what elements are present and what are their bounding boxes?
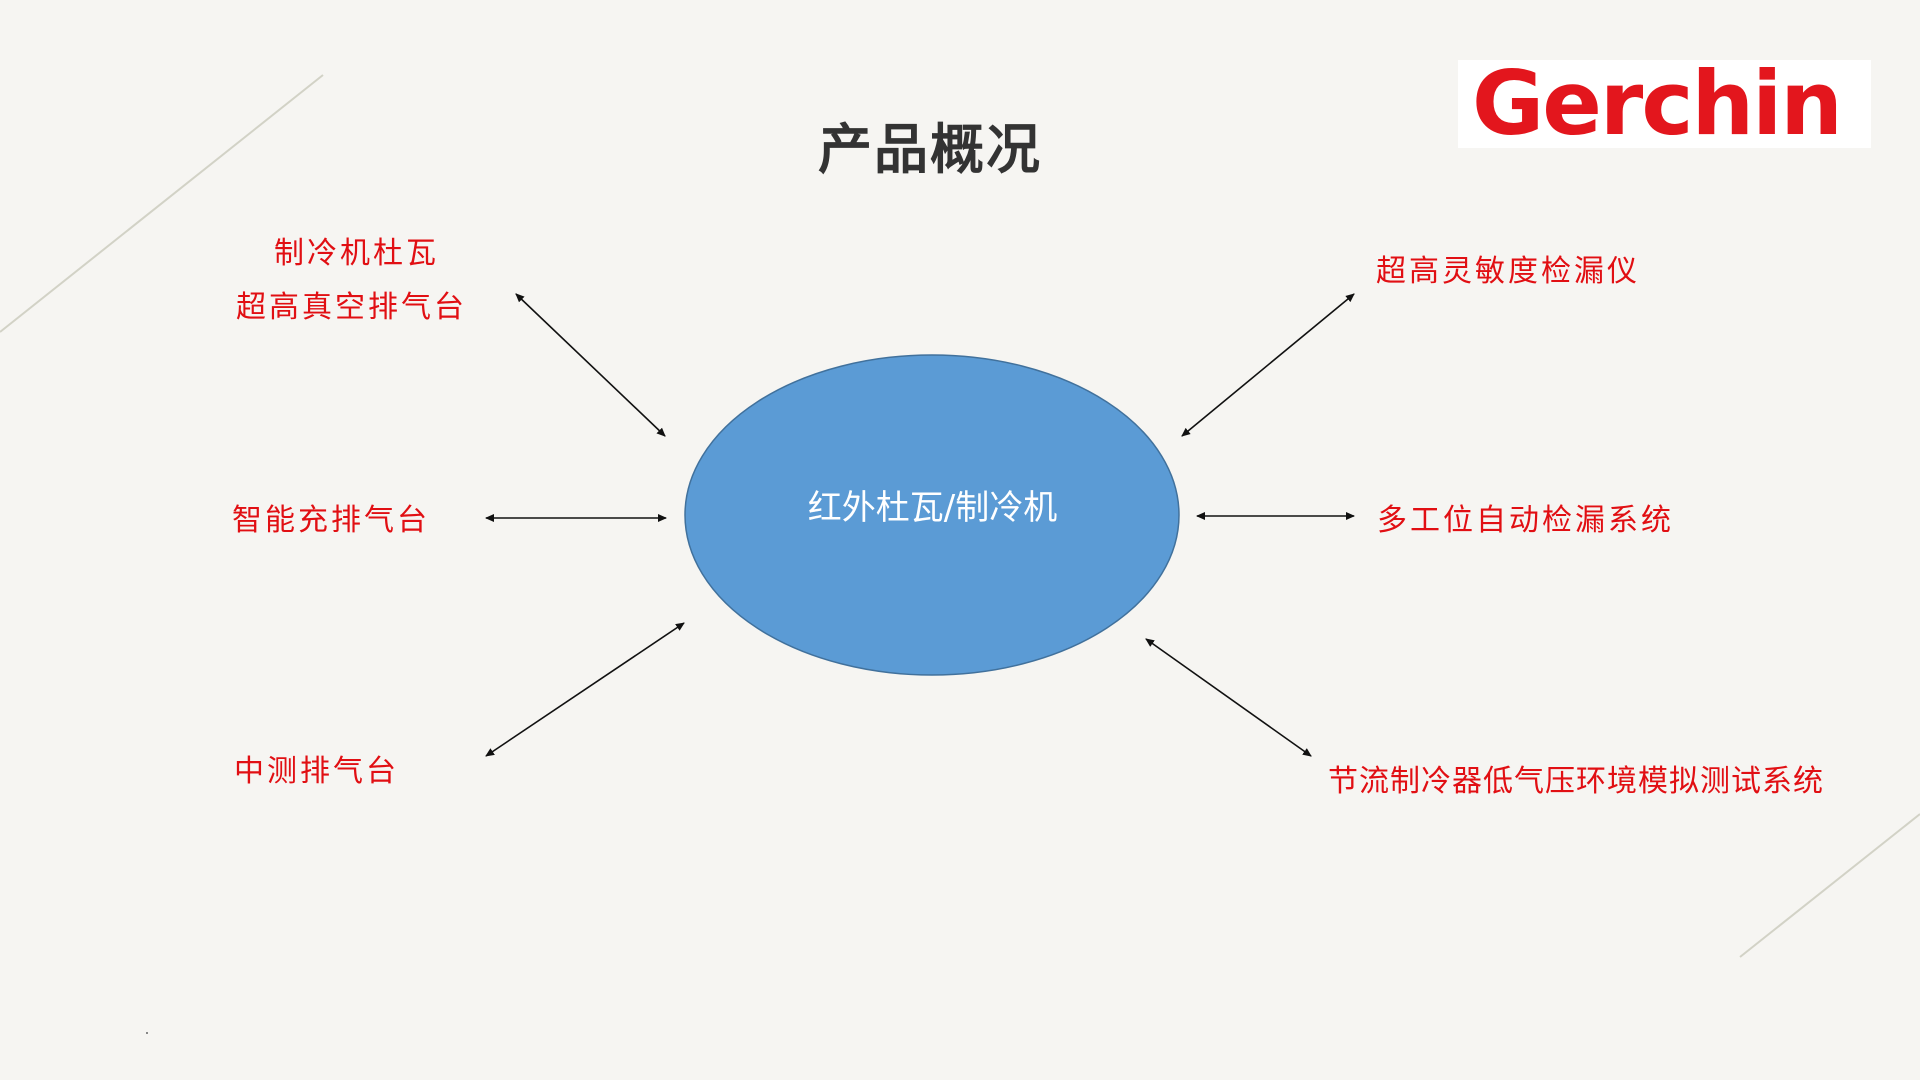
node-label-mid-left: 智能充排气台 <box>232 503 430 538</box>
decorative-line-bottom-right <box>1739 813 1920 958</box>
center-ellipse <box>684 354 1180 676</box>
arrow-bottom-left <box>485 622 685 757</box>
logo-wordmark: Gerchin <box>1472 52 1843 155</box>
decorative-dot <box>146 1032 148 1034</box>
node-label-bottom-right: 节流制冷器低气压环境模拟测试系统 <box>1328 764 1824 799</box>
node-label-top-right: 超高灵敏度检漏仪 <box>1376 254 1640 289</box>
center-node-label: 红外杜瓦/制冷机 <box>807 488 1058 528</box>
node-label-mid-right: 多工位自动检漏系统 <box>1377 503 1674 538</box>
node-label-bottom-left: 中测排气台 <box>234 754 399 789</box>
node-label-top-left-line1: 制冷机杜瓦 <box>274 236 439 271</box>
page-title: 产品概况 <box>818 118 1042 181</box>
arrow-top-left <box>515 293 666 437</box>
company-logo: Gerchin <box>1458 54 1871 154</box>
arrow-bottom-right <box>1145 638 1312 757</box>
arrow-top-right <box>1181 293 1355 437</box>
decorative-line-top-left <box>0 74 324 333</box>
node-label-top-left-line2: 超高真空排气台 <box>236 290 467 325</box>
